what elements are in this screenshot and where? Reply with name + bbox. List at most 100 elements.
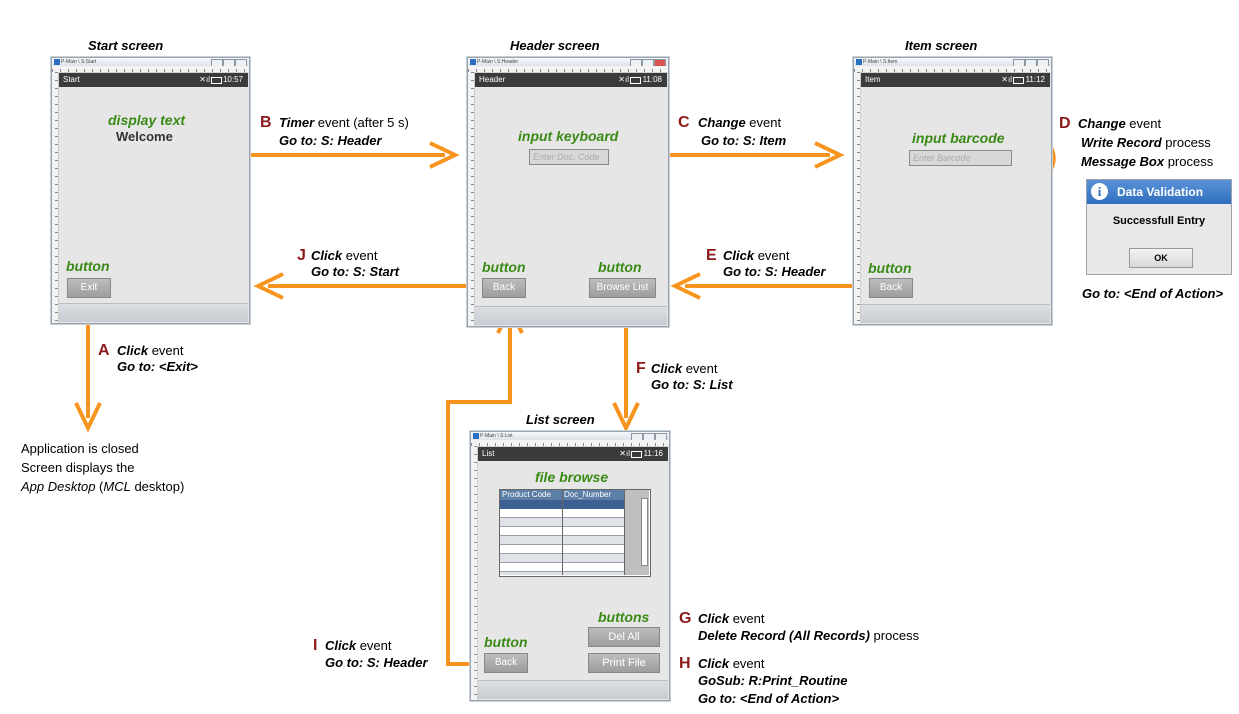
battery-icon <box>631 451 642 458</box>
annotation-h-line2: GoSub: R:Print_Routine <box>698 673 848 688</box>
signal-icon: ✕ıl <box>619 449 630 458</box>
annotation-b-line1: Timer event (after 5 s) <box>279 115 409 130</box>
letter-i: I <box>313 637 318 654</box>
dialog-ok-button[interactable]: OK <box>1129 248 1193 268</box>
doc-code-input[interactable]: Enter Doc. Code <box>529 149 609 165</box>
screen-footer <box>861 304 1050 323</box>
signal-icon: ✕ıl <box>1001 75 1012 84</box>
window-titlebar: P-Main \ S:List <box>471 432 669 441</box>
column-header[interactable]: Product Code <box>502 490 551 499</box>
annotation-g-line1: Click event <box>698 611 765 626</box>
browse-button-label: button <box>598 259 642 275</box>
letter-g: G <box>679 610 692 627</box>
annotation-i-line1: Click event <box>325 638 392 653</box>
file-browse-grid[interactable]: Product Code Doc_Number <box>499 489 651 577</box>
welcome-text: Welcome <box>116 129 173 144</box>
grid-scrollbar[interactable] <box>624 490 649 575</box>
letter-a: A <box>98 342 110 359</box>
barcode-input[interactable]: Enter Barcode <box>909 150 1012 166</box>
annotation-j-line1: Click event <box>311 248 378 263</box>
annotation-e-line2: Go to: S: Header <box>723 264 826 279</box>
battery-icon <box>1013 77 1024 84</box>
annotation-c-line2: Go to: S: Item <box>701 133 787 148</box>
vertical-ruler <box>471 446 478 700</box>
vertical-ruler <box>468 72 475 326</box>
annotation-g-line2: Delete Record (All Records) process <box>698 628 920 643</box>
horizontal-ruler <box>52 66 249 73</box>
item-screen-title: Item screen <box>905 38 978 53</box>
signal-icon: ✕ıl <box>618 75 629 84</box>
window-titlebar: P-Main \ S:Item <box>854 58 1051 67</box>
letter-h: H <box>679 655 691 672</box>
annotation-a-line2: Go to: <Exit> <box>117 359 198 374</box>
dialog-message: Successfull Entry <box>1112 215 1206 227</box>
back-button[interactable]: Back <box>484 653 528 673</box>
file-browse-label: file browse <box>535 469 609 485</box>
letter-c: C <box>678 114 690 131</box>
del-all-button[interactable]: Del All <box>588 627 660 647</box>
app-icon <box>54 59 60 65</box>
list-screen-title: List screen <box>526 412 595 427</box>
battery-icon <box>630 77 641 84</box>
screen-footer <box>59 303 248 322</box>
window-titlebar: P-Main \ S:Start <box>52 58 249 67</box>
letter-j: J <box>297 247 306 264</box>
column-header[interactable]: Doc_Number <box>564 490 612 499</box>
horizontal-ruler <box>468 66 668 73</box>
display-text-label: display text <box>108 112 186 128</box>
header-screen-title: Header screen <box>510 38 600 53</box>
annotation-j-line2: Go to: S: Start <box>311 264 400 279</box>
back-button[interactable]: Back <box>482 278 526 298</box>
buttons-label: buttons <box>598 609 650 625</box>
annotation-f-line2: Go to: S: List <box>651 377 733 392</box>
exit-button[interactable]: Exit <box>67 278 111 298</box>
annotation-h-line1: Click event <box>698 656 765 671</box>
exit-note-line2: Screen displays the <box>21 460 135 475</box>
annotation-d-line3: Message Box process <box>1081 154 1214 169</box>
info-icon: i <box>1091 183 1108 200</box>
print-file-button[interactable]: Print File <box>588 653 660 673</box>
exit-note-line3: App Desktop (MCL desktop) <box>21 479 185 494</box>
vertical-ruler <box>854 72 861 324</box>
button-label: button <box>868 260 912 276</box>
dialog-title: Data Validation <box>1117 185 1204 199</box>
back-button-label: button <box>482 259 526 275</box>
button-label: button <box>484 634 528 650</box>
data-validation-dialog: i Data Validation Successfull Entry OK <box>1086 179 1232 275</box>
button-label: button <box>66 258 110 274</box>
battery-icon <box>211 77 222 84</box>
back-button[interactable]: Back <box>869 278 913 298</box>
annotation-d-line1: Change event <box>1078 116 1162 131</box>
screen-footer <box>475 306 667 325</box>
annotation-c-line1: Change event <box>698 115 782 130</box>
letter-f: F <box>636 360 646 377</box>
annotation-e-line1: Click event <box>723 248 790 263</box>
screen-footer <box>478 680 668 699</box>
input-barcode-label: input barcode <box>912 130 1005 146</box>
letter-b: B <box>260 114 272 131</box>
arrow-i <box>446 318 512 666</box>
window-titlebar: P-Main \ S:Header <box>468 58 668 67</box>
horizontal-ruler <box>854 66 1051 73</box>
annotation-i-line2: Go to: S: Header <box>325 655 428 670</box>
scrollbar-track[interactable] <box>641 498 648 566</box>
annotation-f-line1: Click event <box>651 361 718 376</box>
app-icon <box>856 59 862 65</box>
annotation-b-line2: Go to: S: Header <box>279 133 382 148</box>
column-divider <box>562 490 563 575</box>
letter-e: E <box>706 247 717 264</box>
browse-list-button[interactable]: Browse List <box>589 278 656 298</box>
horizontal-ruler <box>471 440 669 447</box>
letter-d: D <box>1059 115 1071 132</box>
app-icon <box>470 59 476 65</box>
app-icon <box>473 433 479 439</box>
annotation-a-line1: Click event <box>117 343 184 358</box>
vertical-ruler <box>52 72 59 323</box>
